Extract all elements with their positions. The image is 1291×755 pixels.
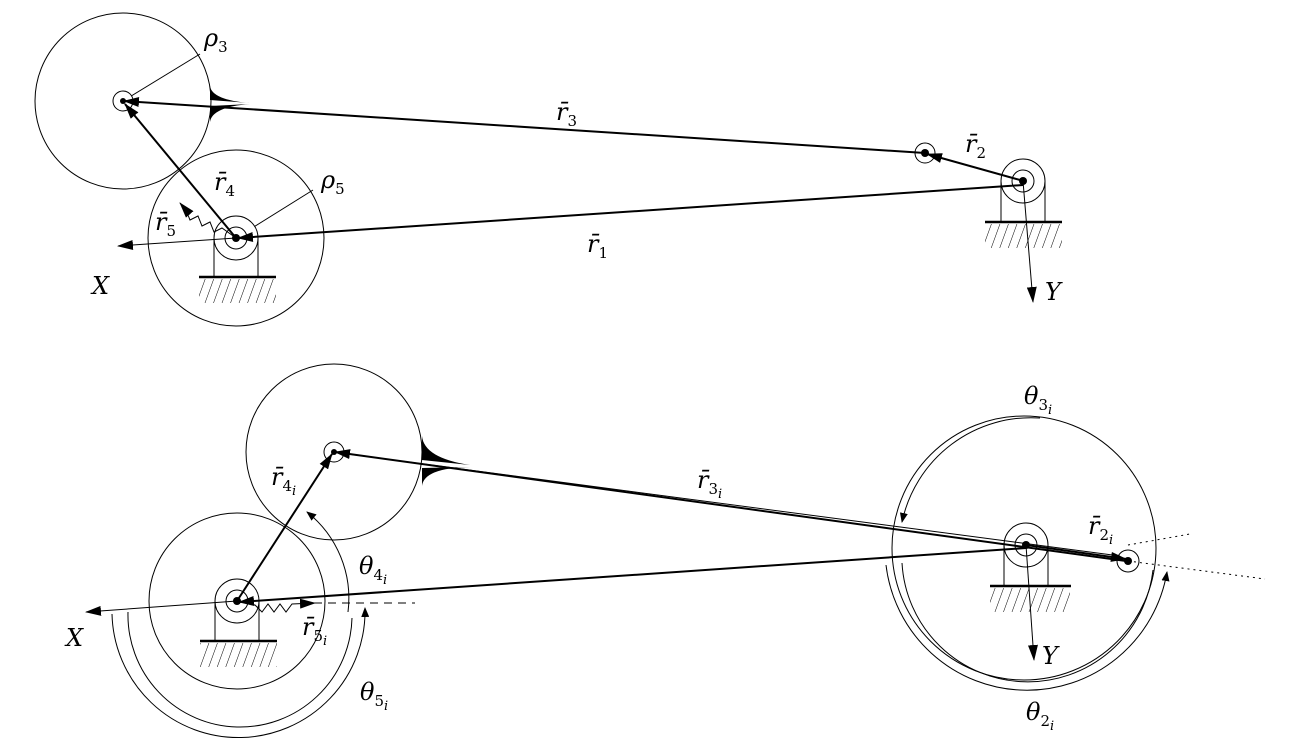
top-cusp-lower [210,104,250,122]
top-label-x: X [90,272,110,300]
bottom-vector-r4i [236,453,333,602]
bottom-label-r5i: r̄5i [302,613,327,649]
top-circle-rho5 [147,149,325,327]
top-label-r2: r̄2 [965,130,986,162]
bottom-diagram: θ3i r̄3i r̄2i r̄4i θ4i r̄5i θ5i θ2i X Y [64,363,1266,739]
top-label-r5: r̄5 [155,208,176,240]
top-vector-r1 [237,184,1024,242]
bottom-vector-r5i [236,598,316,613]
bottom-arc-theta3i [899,417,1041,523]
bottom-dotted-ref-1 [1127,560,1266,580]
bottom-dotted-ref-2 [1127,533,1191,546]
bottom-circle-right [891,415,1157,681]
bottom-label-r2i: r̄2i [1088,512,1113,548]
bottom-vector-r1 [238,547,1027,606]
top-diagram: ρ3 ρ5 r̄3 r̄2 r̄1 r̄4 r̄5 X Y [34,12,1063,327]
top-label-rho5: ρ5 [320,166,345,198]
top-circle-rho3 [34,12,212,190]
top-vector-r4 [124,103,237,239]
top-label-r4: r̄4 [214,168,235,200]
bottom-arc-theta5i-inner [127,611,353,728]
bottom-x-axis [85,600,238,616]
top-label-rho3: ρ3 [203,24,228,56]
top-x-axis [117,237,237,250]
bottom-label-theta5i: θ5i [360,678,388,714]
bottom-label-x: X [64,624,84,652]
bottom-label-theta3i: θ3i [1024,382,1052,418]
bottom-arc-theta2i-outer [885,564,1170,691]
bottom-label-r4i: r̄4i [271,463,296,499]
bottom-vector-r2i [1025,544,1127,562]
top-y-axis [1022,180,1037,303]
top-vector-r3 [123,96,926,154]
bottom-arc-theta2i-inner [901,562,1154,683]
bottom-ground-left [200,578,277,667]
bottom-label-y: Y [1042,642,1060,670]
bottom-y-axis [1025,544,1038,661]
top-label-r1: r̄1 [587,230,608,262]
top-cusp-upper [210,86,250,103]
bottom-arc-theta4i [306,511,350,613]
top-label-r3: r̄3 [556,98,577,130]
bottom-label-theta2i: θ2i [1026,698,1054,734]
bottom-ground-right [990,522,1071,612]
top-vector-r2 [926,153,1021,181]
bottom-circle-lower [148,512,326,690]
top-label-y: Y [1045,278,1063,306]
bottom-label-r3i: r̄3i [697,466,722,502]
bottom-cusp-upper [422,436,470,465]
bottom-arc-theta5i-outer [111,607,370,739]
top-ground-left [199,215,276,303]
top-rho3-radius [122,53,201,102]
bottom-cusp-lower [422,467,470,486]
top-vector-r5 [179,202,237,239]
top-ground-right [985,158,1062,248]
bottom-label-theta4i: θ4i [359,552,387,588]
